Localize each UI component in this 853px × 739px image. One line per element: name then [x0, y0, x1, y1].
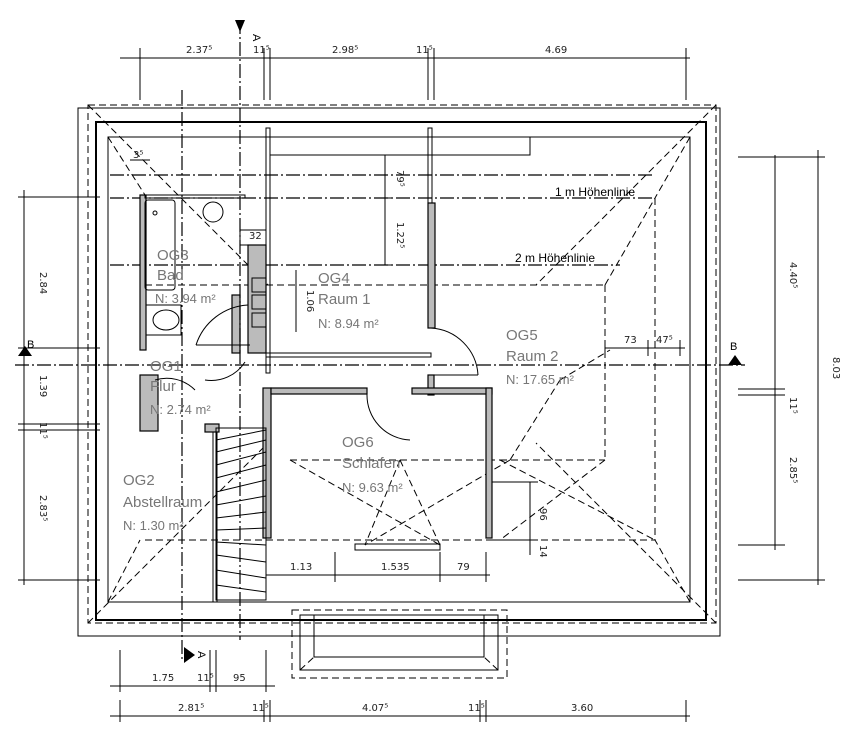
dim-top-2: 2.98⁵ [332, 45, 358, 56]
dim-top-1: 11⁵ [253, 45, 270, 56]
dim-top-0: 2.37⁵ [186, 45, 212, 56]
dim-bottom-outer-1: 11⁵ [252, 703, 269, 714]
dim-left-2: 11⁵ [37, 422, 48, 439]
dim-chain-left: 2.84 1.39 11⁵ 2.83⁵ [18, 190, 100, 585]
dim-bottom-outer-0: 2.81⁵ [178, 703, 204, 714]
room-og1-name: Flur [150, 378, 176, 395]
dim-inner-10: 1.535 [381, 562, 410, 573]
room-og3-id: OG3 [157, 247, 189, 264]
room-og1-id: OG1 [150, 358, 182, 375]
dim-right-total: 8.03 [830, 357, 841, 379]
dim-right-1: 11⁵ [787, 397, 798, 414]
dim-bottom-inner-2: 95 [233, 673, 246, 684]
dim-inner-0: 3⁵ [133, 150, 143, 161]
room-og2-id: OG2 [123, 472, 155, 489]
dim-inner-5: 73 [624, 335, 637, 346]
room-og5-id: OG5 [506, 327, 538, 344]
dim-inner-3: 32 [249, 231, 262, 242]
section-a-bottom-label: A [195, 651, 207, 659]
dim-bottom-inner-1: 11⁵ [197, 673, 214, 684]
dim-inner-7: 96 [537, 508, 548, 521]
room-og4-name: Raum 1 [318, 291, 371, 308]
dim-bottom-outer-2: 4.07⁵ [362, 703, 388, 714]
room-og2-area: N: 1.30 m² [123, 518, 184, 533]
dim-inner-2: 1.22⁵ [394, 222, 405, 248]
section-a-top-marker [235, 20, 245, 32]
room-og4-id: OG4 [318, 270, 350, 287]
dim-bottom-inner-0: 1.75 [152, 673, 174, 684]
dim-inner-9: 1.13 [290, 562, 312, 573]
dim-left-1: 1.39 [37, 375, 48, 397]
exterior-walls [77, 107, 721, 637]
section-b-right-label: B [730, 341, 737, 353]
dim-inner-11: 79 [457, 562, 470, 573]
room-og3-name: Bad [157, 267, 184, 284]
bath-fixtures [144, 199, 267, 336]
dim-inner-6: 47⁵ [656, 335, 673, 346]
dim-top-4: 4.69 [545, 45, 567, 56]
dim-inner-1: 79⁵ [394, 170, 405, 187]
room-og2-name: Abstellraum [123, 494, 202, 511]
section-a-bottom-marker [184, 647, 195, 663]
room-og3-area: N: 3.94 m² [155, 291, 216, 306]
dim-inner-8: 14 [537, 545, 548, 558]
room-og6-id: OG6 [342, 434, 374, 451]
dim-right-2: 2.85⁵ [787, 457, 798, 483]
section-b-left-marker [18, 346, 32, 356]
height-line-1m: 1 m Höhenlinie [555, 185, 635, 199]
section-b-left-label: B [27, 339, 34, 351]
room-og1-area: N: 2.74 m² [150, 402, 211, 417]
dim-inner-4: 1.06 [304, 290, 315, 312]
dim-chain-right: 4.40⁵ 11⁵ 2.85⁵ 8.03 [738, 150, 841, 585]
dim-top-3: 11⁵ [416, 45, 433, 56]
dim-bottom-outer-3: 11⁵ [468, 703, 485, 714]
dim-chain-top: 2.37⁵ 11⁵ 2.98⁵ 11⁵ 4.69 [120, 45, 690, 100]
stairs [215, 427, 267, 601]
dormer [291, 609, 508, 679]
section-a-top-label: A [250, 34, 262, 42]
room-og4-area: N: 8.94 m² [318, 316, 379, 331]
height-lines: 1 m Höhenlinie 2 m Höhenlinie [110, 185, 655, 266]
room-og6-area: N: 9.63 m² [342, 480, 403, 495]
ridge-lines [107, 136, 691, 603]
section-lines: A A B B [15, 20, 745, 663]
dim-left-0: 2.84 [37, 272, 48, 294]
height-line-2m: 2 m Höhenlinie [515, 251, 595, 265]
room-labels: OG3 Bad N: 3.94 m² OG4 Raum 1 N: 8.94 m²… [123, 247, 575, 533]
room-og5-name: Raum 2 [506, 348, 559, 365]
section-b-right-marker [728, 355, 742, 365]
room-og5-area: N: 17.65 m² [506, 372, 575, 387]
room-og6-name: Schlafen [342, 455, 400, 472]
dim-chain-bottom: 1.75 11⁵ 95 2.81⁵ 11⁵ 4.07⁵ 11⁵ 3.60 [110, 650, 690, 722]
dim-left-3: 2.83⁵ [37, 495, 48, 521]
dim-bottom-outer-4: 3.60 [571, 703, 593, 714]
dim-right-0: 4.40⁵ [787, 262, 798, 288]
dim-inner: 3⁵ 79⁵ 1.22⁵ 32 1.06 73 47⁵ 96 14 1.13 1… [130, 150, 685, 582]
interior-walls [139, 127, 531, 603]
